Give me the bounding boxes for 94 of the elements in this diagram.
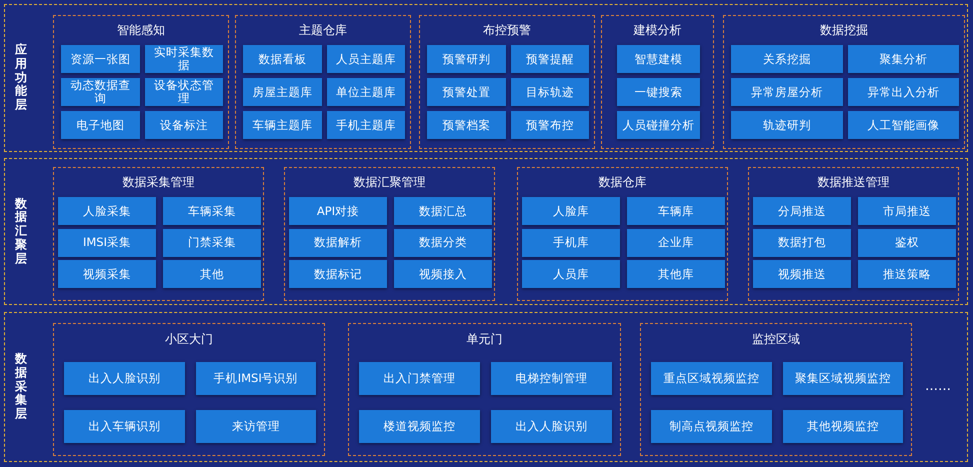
- function-box: 来访管理: [196, 410, 316, 443]
- function-box: 目标轨迹: [510, 78, 589, 106]
- group-panel: [640, 323, 912, 456]
- group-panel: [235, 15, 411, 149]
- function-box: 视频推送: [753, 260, 851, 288]
- function-box: 车辆采集: [163, 197, 261, 225]
- group-title: 主题仓库: [298, 22, 348, 39]
- function-box: 数据解析: [289, 228, 387, 256]
- group-title: 建模分析: [632, 22, 682, 39]
- function-box: 人员主题库: [326, 45, 405, 73]
- group-title: 数据汇聚管理: [352, 174, 426, 191]
- function-box: 出入车辆识别: [64, 410, 184, 443]
- function-box: 异常房屋分析: [731, 78, 842, 106]
- function-box: 人工智能画像: [848, 111, 959, 139]
- function-box: 手机IMSI号识别: [196, 362, 316, 395]
- group-title: 智能感知: [116, 22, 166, 39]
- function-box: 数据打包: [753, 228, 851, 256]
- group-panel: [517, 167, 728, 301]
- function-box: 实时采集数据: [144, 45, 223, 73]
- function-box: 人脸库: [522, 197, 620, 225]
- function-box: 单位主题库: [326, 78, 405, 106]
- ellipsis-text: ……: [925, 378, 951, 396]
- function-box: 视频采集: [58, 260, 156, 288]
- group-panel: [348, 323, 621, 456]
- function-box: 手机库: [522, 228, 620, 256]
- group-panel: [419, 15, 595, 149]
- function-box: 市局推送: [858, 197, 956, 225]
- function-box: 预警档案: [427, 111, 506, 139]
- function-box: 数据看板: [243, 45, 322, 73]
- function-box: 预警布控: [510, 111, 589, 139]
- group-title: 数据仓库: [598, 174, 648, 191]
- group-panel: [53, 15, 229, 149]
- function-box: 关系挖掘: [731, 45, 842, 73]
- function-box: 出入人脸识别: [64, 362, 184, 395]
- function-box: 其他视频监控: [782, 410, 903, 443]
- function-box: 预警提醒: [510, 45, 589, 73]
- function-box: 出入门禁管理: [359, 362, 480, 395]
- function-box: 企业库: [627, 228, 725, 256]
- function-box: 电梯控制管理: [491, 362, 612, 395]
- function-box: IMSI采集: [58, 228, 156, 256]
- group-title: 布控预警: [482, 22, 532, 39]
- function-box: 资源一张图: [61, 45, 140, 73]
- function-box: 设备状态管理: [144, 78, 223, 106]
- group-panel: [284, 167, 495, 301]
- function-box: API对接: [289, 197, 387, 225]
- group-panel: [748, 167, 959, 301]
- function-box: 鉴权: [858, 228, 956, 256]
- function-box: 其他: [163, 260, 261, 288]
- function-box: 人脸采集: [58, 197, 156, 225]
- function-box: 楼道视频监控: [359, 410, 480, 443]
- function-box: 智慧建模: [617, 45, 700, 73]
- function-box: 视频接入: [394, 260, 492, 288]
- group-panel: [723, 15, 965, 149]
- function-box: 分局推送: [753, 197, 851, 225]
- function-box: 重点区域视频监控: [651, 362, 772, 395]
- layer-label: 数据采集层: [15, 352, 27, 422]
- function-box: 动态数据查询: [61, 78, 140, 106]
- function-box: 车辆主题库: [243, 111, 322, 139]
- group-title: 单元门: [466, 331, 504, 348]
- function-box: 轨迹研判: [731, 111, 842, 139]
- function-box: 数据汇总: [394, 197, 492, 225]
- function-box: 制高点视频监控: [651, 410, 772, 443]
- function-box: 预警研判: [427, 45, 506, 73]
- function-box: 聚集区域视频监控: [782, 362, 903, 395]
- layer-panel: [4, 312, 968, 462]
- layer-label: 数据汇聚层: [15, 197, 27, 266]
- function-box: 预警处置: [427, 78, 506, 106]
- function-box: 聚集分析: [848, 45, 959, 73]
- layer-panel: [4, 158, 968, 305]
- group-title: 小区大门: [164, 331, 214, 348]
- function-box: 人员碰撞分析: [617, 111, 700, 139]
- function-box: 车辆库: [627, 197, 725, 225]
- function-box: 数据标记: [289, 260, 387, 288]
- function-box: 手机主题库: [326, 111, 405, 139]
- function-box: 人员库: [522, 260, 620, 288]
- function-box: 推送策略: [858, 260, 956, 288]
- group-panel: [53, 323, 325, 456]
- function-box: 一键搜索: [617, 78, 700, 106]
- function-box: 数据分类: [394, 228, 492, 256]
- function-box: 门禁采集: [163, 228, 261, 256]
- group-title: 监控区域: [751, 331, 801, 348]
- group-title: 数据挖掘: [819, 22, 869, 39]
- function-box: 出入人脸识别: [491, 410, 612, 443]
- function-box: 异常出入分析: [848, 78, 959, 106]
- layer-label: 应用功能层: [15, 44, 27, 112]
- function-box: 设备标注: [144, 111, 223, 139]
- layer-panel: [4, 4, 968, 152]
- group-title: 数据推送管理: [816, 174, 890, 191]
- function-box: 电子地图: [61, 111, 140, 139]
- group-panel: [53, 167, 264, 301]
- group-title: 数据采集管理: [122, 174, 196, 191]
- group-panel: [601, 15, 714, 149]
- function-box: 其他库: [627, 260, 725, 288]
- function-box: 房屋主题库: [243, 78, 322, 106]
